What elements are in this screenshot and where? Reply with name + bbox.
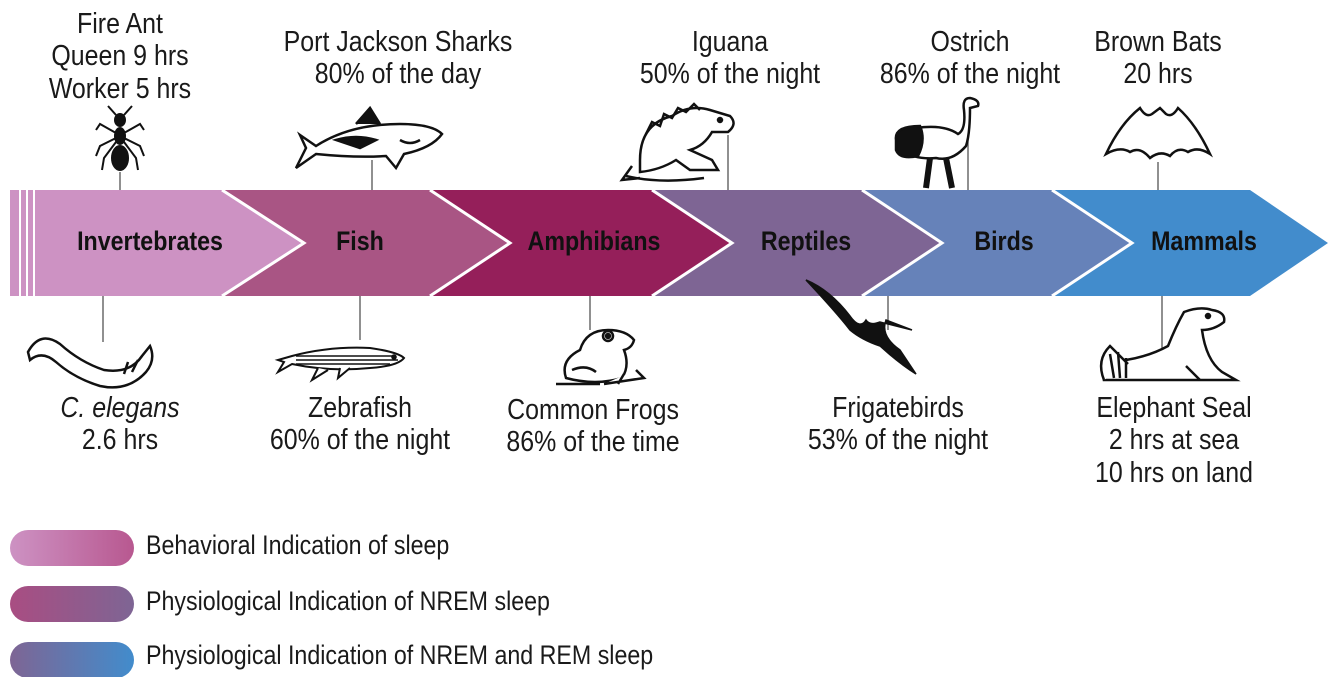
band-label-birds: Birds xyxy=(974,226,1033,257)
caption-line: Fire Ant xyxy=(34,8,206,40)
band-label-amphibians: Amphibians xyxy=(528,226,661,257)
caption-fire-ant: Fire Ant Queen 9 hrs Worker 5 hrs xyxy=(34,8,206,105)
caption-line: 86% of the time xyxy=(477,426,709,458)
legend-swatch-nrem-rem xyxy=(10,642,134,677)
caption-line: Worker 5 hrs xyxy=(34,73,206,105)
caption-brown-bats: Brown Bats 20 hrs xyxy=(1072,26,1244,91)
caption-line: 50% of the night xyxy=(618,58,842,90)
caption-common-frogs: Common Frogs 86% of the time xyxy=(477,394,709,459)
caption-line: Queen 9 hrs xyxy=(34,40,206,72)
caption-line: 2.6 hrs xyxy=(34,424,206,456)
caption-iguana: Iguana 50% of the night xyxy=(618,26,842,91)
caption-line: Ostrich xyxy=(858,26,1082,58)
caption-line: 20 hrs xyxy=(1072,58,1244,90)
bat-icon xyxy=(1106,108,1210,158)
caption-line: Common Frogs xyxy=(477,394,709,426)
shark-icon xyxy=(296,108,442,168)
seal-icon xyxy=(1101,308,1236,380)
frog-icon xyxy=(556,330,644,384)
caption-line: Frigatebirds xyxy=(778,392,1019,424)
ostrich-icon xyxy=(896,98,978,188)
caption-line: 60% of the night xyxy=(240,424,481,456)
band-label-mammals: Mammals xyxy=(1151,226,1257,257)
band-label-reptiles: Reptiles xyxy=(761,226,851,257)
caption-zebrafish: Zebrafish 60% of the night xyxy=(240,392,481,457)
band-label-invertebrates: Invertebrates xyxy=(77,226,223,257)
legend-swatch-nrem xyxy=(10,586,134,622)
caption-elephant-seal: Elephant Seal 2 hrs at sea 10 hrs on lan… xyxy=(1079,392,1268,489)
caption-line: 86% of the night xyxy=(858,58,1082,90)
caption-line: Port Jackson Sharks xyxy=(269,26,527,58)
caption-frigatebirds: Frigatebirds 53% of the night xyxy=(778,392,1019,457)
caption-line: 53% of the night xyxy=(778,424,1019,456)
band-label-fish: Fish xyxy=(336,226,384,257)
caption-line: C. elegans xyxy=(34,392,206,424)
caption-line: 10 hrs on land xyxy=(1079,457,1268,489)
caption-ostrich: Ostrich 86% of the night xyxy=(858,26,1082,91)
caption-line: Zebrafish xyxy=(240,392,481,424)
ant-icon xyxy=(96,106,144,170)
caption-c-elegans: C. elegans 2.6 hrs xyxy=(34,392,206,457)
caption-port-jackson-sharks: Port Jackson Sharks 80% of the day xyxy=(269,26,527,91)
iguana-icon xyxy=(622,104,734,181)
caption-line: Elephant Seal xyxy=(1079,392,1268,424)
legend-label-behavioral: Behavioral Indication of sleep xyxy=(146,530,449,561)
legend-label-nrem-rem: Physiological Indication of NREM and REM… xyxy=(146,640,653,671)
legend-swatch-behavioral xyxy=(10,530,134,566)
legend-label-nrem: Physiological Indication of NREM sleep xyxy=(146,586,550,617)
caption-line: 80% of the day xyxy=(269,58,527,90)
caption-line: Brown Bats xyxy=(1072,26,1244,58)
worm-icon xyxy=(28,339,152,388)
caption-line: 2 hrs at sea xyxy=(1079,424,1268,456)
caption-line: Iguana xyxy=(618,26,842,58)
zebrafish-icon xyxy=(278,348,404,380)
